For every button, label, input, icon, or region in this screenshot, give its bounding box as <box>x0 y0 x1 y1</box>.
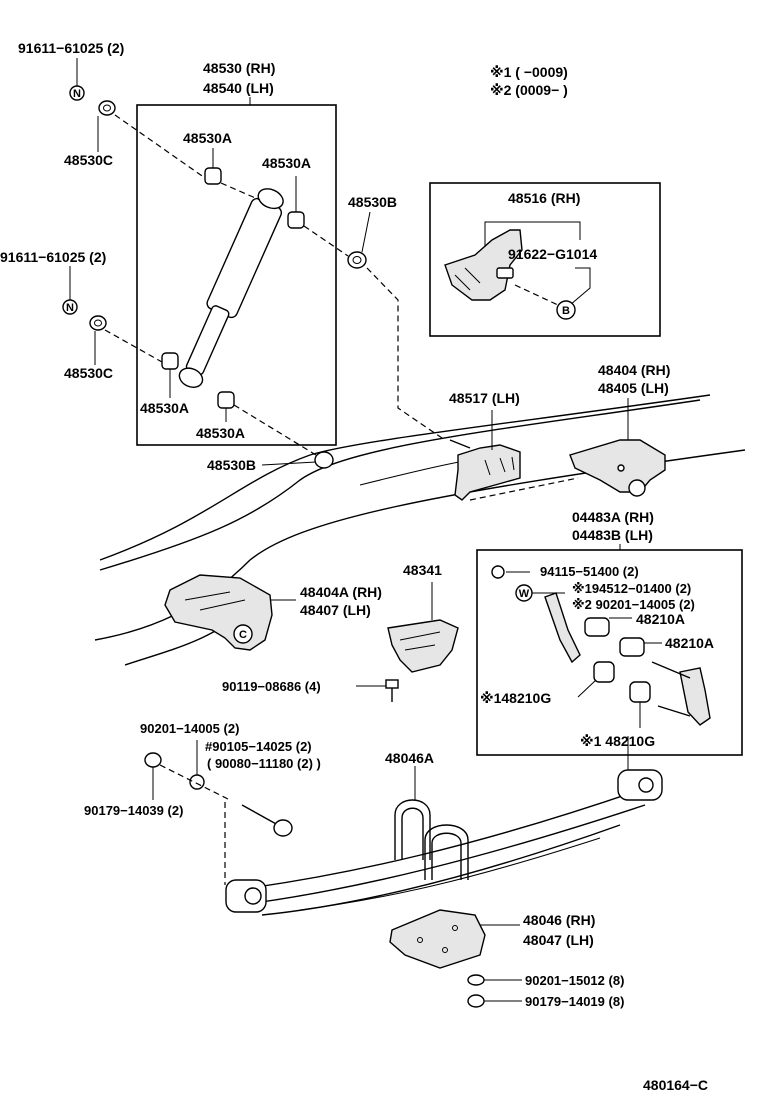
washer-w-symbol: W <box>519 588 530 600</box>
label-bumper-48341: 48341 <box>403 562 442 578</box>
label-bushing-48210g-1: ※148210G <box>480 690 551 706</box>
shackle-kit-frame <box>476 549 743 756</box>
bushing-48530a-upper-right <box>287 176 305 229</box>
label-washer-90201-15012: 90201−15012 (8) <box>525 973 624 988</box>
nut-symbol-top: N <box>73 88 81 100</box>
label-ubolt-48046a: 48046A <box>385 750 434 766</box>
bushing-48210a-1 <box>584 617 632 637</box>
label-shock-rh: 48530 (RH) <box>203 60 275 76</box>
bushing-48530b-lower <box>261 451 334 469</box>
bushing-48530a-lower-right <box>217 391 235 422</box>
label-nut-90179-14019: 90179−14019 (8) <box>525 994 624 1009</box>
label-note-2: ※2 (0009− ) <box>490 82 568 98</box>
label-bushing-48530a-4: 48530A <box>196 425 245 441</box>
callout-b-symbol: B <box>562 305 570 317</box>
nut-91611-top: N <box>69 58 85 101</box>
label-nut-94115: 94115−51400 (2) <box>540 564 639 579</box>
label-bushing-48530b-1: 48530B <box>348 194 397 210</box>
label-shock-lh: 48540 (LH) <box>203 80 274 96</box>
label-bolt-94512: ※194512−01400 (2) <box>572 581 691 596</box>
label-bolt-90080: ( 90080−11180 (2) ) <box>207 756 321 771</box>
label-seat-48046: 48046 (RH) <box>523 912 595 928</box>
nut-91611-mid: N <box>62 266 78 315</box>
label-bushing-48210g-2: ※1 48210G <box>580 733 655 749</box>
label-bushing-48530a-1: 48530A <box>183 130 232 146</box>
frame-rails <box>94 394 746 666</box>
label-kit-04483b: 04483B (LH) <box>572 527 653 543</box>
bushing-48530a-lower <box>161 352 179 398</box>
label-washer-90201-14005: 90201−14005 (2) <box>140 721 239 736</box>
label-bolt-90119: 90119−08686 (4) <box>222 679 321 694</box>
label-bushing-48210a-1: 48210A <box>636 611 685 627</box>
label-bracket-48517: 48517 (LH) <box>449 390 520 406</box>
bracket-detail-frame <box>429 182 661 337</box>
label-bolt-91611-mid: 91611−61025 (2) <box>0 249 106 265</box>
bolt-90105 <box>241 804 293 837</box>
shackle-plate <box>544 592 581 664</box>
bracket-48516 <box>444 229 523 301</box>
spring-seat-48046 <box>389 909 486 969</box>
bushing-48530b-upper <box>347 211 371 269</box>
bushing-48210g-1 <box>577 661 615 698</box>
label-nut-90179-14039: 90179−14039 (2) <box>84 803 183 818</box>
nut-90179-14039 <box>144 752 162 800</box>
bushing-48530a-upper <box>204 148 222 185</box>
label-bushing-48530c-1: 48530C <box>64 152 113 168</box>
bolt-90119 <box>385 679 399 702</box>
label-bushing-48210a-2: 48210A <box>665 635 714 651</box>
bushing-48530c-mid <box>89 315 107 365</box>
label-hanger-48405: 48405 (LH) <box>598 380 669 396</box>
label-bushing-48530a-2: 48530A <box>262 155 311 171</box>
shock-absorber-frame <box>136 104 337 446</box>
label-bracket-48516: 48516 (RH) <box>508 190 580 206</box>
washer-90201-14005 <box>189 740 205 790</box>
shock-absorber <box>178 188 284 388</box>
bracket-c-symbol: C <box>239 629 247 641</box>
label-seat-48047: 48047 (LH) <box>523 932 594 948</box>
label-bushing-48530c-2: 48530C <box>64 365 113 381</box>
washer-w: W <box>515 584 565 602</box>
label-bushing-48530a-3: 48530A <box>140 400 189 416</box>
label-bolt-90201-kit: ※2 90201−14005 (2) <box>572 597 695 612</box>
label-bolt-91611-top: 91611−61025 (2) <box>18 40 124 56</box>
washer-90201-15012 <box>467 974 522 986</box>
label-bracket-48404a: 48404A (RH) <box>300 584 382 600</box>
label-bolt-90105: #90105−14025 (2) <box>205 739 312 754</box>
label-hanger-48404: 48404 (RH) <box>598 362 670 378</box>
diagram-id: 480164−C <box>643 1077 708 1093</box>
label-bushing-48530b-2: 48530B <box>207 457 256 473</box>
leaf-spring <box>225 769 663 916</box>
shackle-link <box>651 661 711 726</box>
bracket-48517 <box>449 439 521 501</box>
label-bolt-91622: 91622−G1014 <box>508 246 597 262</box>
label-kit-04483a: 04483A (RH) <box>572 509 654 525</box>
bushing-48210a-2 <box>619 637 662 657</box>
spring-bracket-48404a: C <box>164 574 273 651</box>
label-bracket-48407: 48407 (LH) <box>300 602 371 618</box>
bushing-48210g-2 <box>629 681 651 728</box>
bumper-48341 <box>387 619 459 673</box>
label-note-1: ※1 ( −0009) <box>490 64 568 80</box>
bushing-48530c-top <box>97 100 116 152</box>
ubolt-48046a-2 <box>424 824 469 880</box>
nut-94115 <box>491 565 530 579</box>
spring-hanger-48404 <box>569 439 666 497</box>
callout-b-detail: B <box>556 300 576 320</box>
nut-90179-14019 <box>467 994 522 1008</box>
nut-symbol-mid: N <box>66 302 74 314</box>
ubolt-48046a-1 <box>394 799 431 860</box>
